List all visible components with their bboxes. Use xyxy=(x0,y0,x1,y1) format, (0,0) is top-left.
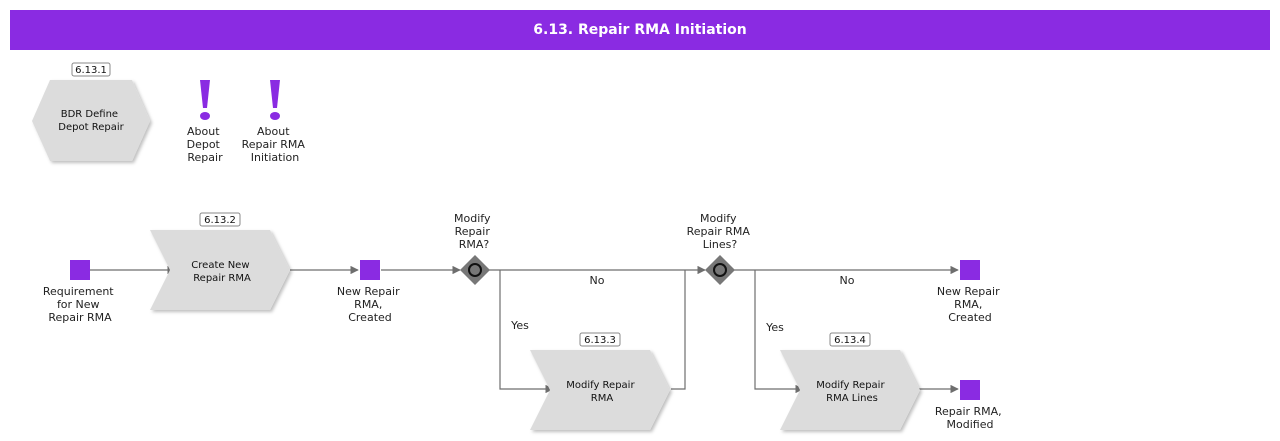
svg-text:BDR Define Depot Repair: BDR Define Depot Repair xyxy=(58,109,124,133)
connectors xyxy=(90,265,959,394)
diamond-shape xyxy=(705,255,735,285)
label-line: New Repair xyxy=(937,285,1000,298)
event-new-repair-rma-created[interactable]: New Repair RMA, Created xyxy=(337,260,403,324)
process-interface[interactable]: 6.13.1 BDR Define Depot Repair xyxy=(32,62,150,161)
label-line: Modify Repair xyxy=(816,380,885,391)
function-create-new-repair-rma[interactable]: 6.13.2 Create New Repair RMA xyxy=(150,212,290,310)
svg-text:New Repair RMA, Cr: New Repair RMA, Created xyxy=(337,285,403,324)
label-line: About xyxy=(187,125,220,138)
id-text: 6.13.3 xyxy=(584,335,616,346)
label-line: New Repair xyxy=(337,285,400,298)
exclamation-icon xyxy=(270,80,280,120)
label-line: Depot Repair xyxy=(58,122,124,133)
id-badge xyxy=(199,212,241,227)
label-line: BDR Define xyxy=(61,109,118,120)
event-requirement[interactable]: Requirement for New Repair RMA xyxy=(43,260,117,324)
label-line: Modified xyxy=(947,418,994,431)
event-repair-rma-modified[interactable]: Repair RMA, Modified xyxy=(935,380,1005,431)
id-badge xyxy=(579,332,621,347)
diagram-title: 6.13. Repair RMA Initiation xyxy=(10,10,1270,50)
label-line: About xyxy=(257,125,290,138)
svg-text:Modify Repair RMA Lines: Modify Repair RMA Lines xyxy=(816,380,888,404)
event-square xyxy=(960,260,980,280)
label-line: Repair RMA, xyxy=(935,405,1002,418)
svg-text:New Repair RMA, Cr: New Repair RMA, Created xyxy=(937,285,1003,324)
chevron-shape xyxy=(780,350,920,430)
label-line: Initiation xyxy=(251,151,299,164)
exclamation-icon xyxy=(200,80,210,120)
label-line: Modify Repair xyxy=(566,380,635,391)
event-square xyxy=(360,260,380,280)
label-line: Repair RMA xyxy=(242,138,306,151)
id-badge xyxy=(71,62,111,77)
connector xyxy=(499,270,554,394)
svg-text:Create New Repair RMA: Create New Repair RMA xyxy=(191,260,252,284)
label-line: RMA, xyxy=(354,298,382,311)
event-square xyxy=(960,380,980,400)
chevron-shape xyxy=(150,230,290,310)
label-line: Repair RMA xyxy=(193,273,251,284)
label-line: RMA xyxy=(591,393,614,404)
svg-text:About Depot Repair: About Depot Repair xyxy=(187,125,224,164)
branch-label-yes: Yes xyxy=(510,319,529,332)
label-line: Repair xyxy=(455,225,491,238)
id-text: 6.13.2 xyxy=(204,215,236,226)
connector xyxy=(671,270,686,390)
label-line: Create New xyxy=(191,260,249,271)
branch-label-yes: Yes xyxy=(765,321,784,334)
id-text: 6.13.1 xyxy=(75,65,107,76)
label-line: RMA, xyxy=(954,298,982,311)
function-modify-repair-rma-lines[interactable]: 6.13.4 Modify Repair RMA Lines xyxy=(780,332,920,430)
note-about-repair-rma-initiation[interactable]: About Repair RMA Initiation xyxy=(242,80,309,164)
branch-label-no: No xyxy=(840,274,855,287)
svg-text:Modify Repair RMA?: Modify Repair RMA? xyxy=(454,212,494,251)
note-about-depot-repair[interactable]: About Depot Repair xyxy=(187,80,224,164)
label-line: Repair RMA xyxy=(687,225,751,238)
label-line: RMA Lines xyxy=(826,393,878,404)
function-modify-repair-rma[interactable]: 6.13.3 Modify Repair RMA xyxy=(530,332,670,430)
branch-label-no: No xyxy=(590,274,605,287)
label-line: Depot xyxy=(187,138,221,151)
svg-text:Repair RMA, Modified: Repair RMA, Modified xyxy=(935,405,1005,431)
label-line: Created xyxy=(948,311,992,324)
hexagon-shape xyxy=(32,80,150,161)
svg-text:Requirement for New: Requirement for New Repair RMA xyxy=(43,285,117,324)
gateway-circle-icon xyxy=(468,263,482,277)
id-text: 6.13.4 xyxy=(834,335,866,346)
label-line: for New xyxy=(57,298,100,311)
gateway-circle-icon xyxy=(713,263,727,277)
event-square xyxy=(70,260,90,280)
id-badge xyxy=(829,332,871,347)
label-line: Modify xyxy=(454,212,491,225)
label-line: Lines? xyxy=(703,238,738,251)
gateway-modify-repair-rma-lines[interactable]: Modify Repair RMA Lines? xyxy=(687,212,754,285)
label-line: Repair RMA xyxy=(48,311,112,324)
gateway-modify-repair-rma[interactable]: Modify Repair RMA? xyxy=(454,212,494,285)
label-line: Repair xyxy=(187,151,223,164)
label-line: Created xyxy=(348,311,392,324)
svg-text:Modify Repair RMA: Modify Repair RMA Lines? xyxy=(687,212,754,251)
svg-text:Modify Repair RMA: Modify Repair RMA xyxy=(566,380,638,404)
label-line: Modify xyxy=(700,212,737,225)
svg-text:About Repair RMA I: About Repair RMA Initiation xyxy=(242,125,309,164)
diamond-shape xyxy=(460,255,490,285)
event-new-repair-rma-created-end[interactable]: New Repair RMA, Created xyxy=(937,260,1003,324)
chevron-shape xyxy=(530,350,670,430)
label-line: RMA? xyxy=(459,238,490,251)
label-line: Requirement xyxy=(43,285,114,298)
connector xyxy=(754,270,804,394)
